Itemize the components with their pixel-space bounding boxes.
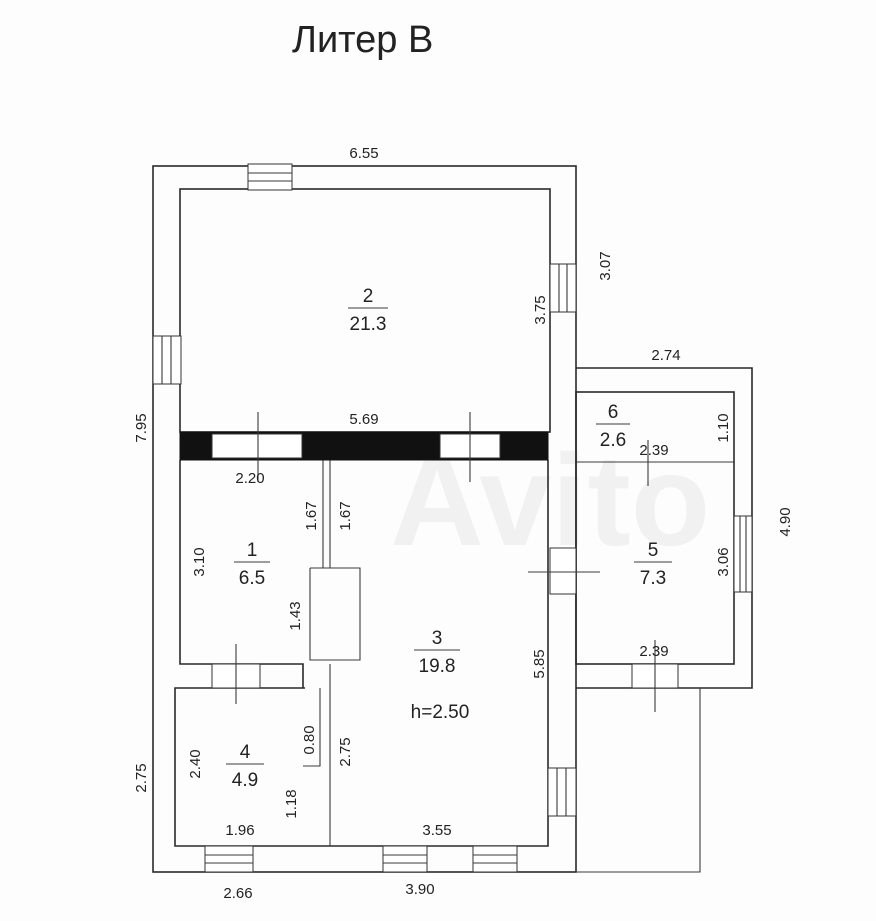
dim-left-lower-outer: 2.75 (133, 763, 150, 792)
room-1-number: 1 (247, 540, 258, 561)
dim-room2-right: 3.75 (532, 295, 549, 324)
ceiling-height: h=2.50 (411, 702, 470, 723)
dim-room3-right: 5.85 (531, 649, 548, 678)
room-label-6: 6 2.6 (596, 402, 630, 451)
horizontal-dimensions: 6.55 5.69 2.74 2.39 2.39 2.20 1.96 3.55 … (223, 145, 680, 902)
dim-room1-niche: 1.43 (287, 601, 304, 630)
room-2-area: 21.3 (350, 314, 387, 335)
dim-corridor-b: 1.67 (337, 501, 354, 530)
window-top (247, 163, 293, 191)
window-bottom-2 (382, 845, 428, 873)
dim-room5-bottom: 2.39 (639, 643, 668, 660)
room-label-2: 2 21.3 (348, 286, 388, 335)
door-3-5 (549, 547, 577, 595)
dim-annex-top: 2.74 (651, 347, 680, 364)
dim-corridor-a: 1.67 (303, 501, 320, 530)
vertical-dimensions: 3.07 3.75 7.95 1.10 4.90 3.06 3.10 1.67 … (133, 251, 794, 818)
dim-right-upper-outer: 3.07 (597, 251, 614, 280)
dim-room4-bottom-short: 1.18 (283, 789, 300, 818)
room-label-3: 3 19.8 h=2.50 (411, 628, 470, 723)
dim-left-outer: 7.95 (133, 413, 150, 442)
room-label-1: 1 6.5 (234, 540, 270, 589)
door-opening-1 (211, 433, 303, 459)
window-right-lower (547, 767, 577, 817)
dim-room5-right: 3.06 (715, 547, 732, 576)
window-bottom-3 (472, 845, 518, 873)
room-1-area: 6.5 (239, 568, 265, 589)
dim-room3-bottom: 3.55 (422, 822, 451, 839)
dim-annex-right-outer: 4.90 (777, 507, 794, 536)
window-bottom-1 (204, 845, 254, 873)
bearing-wall (179, 431, 549, 461)
niche-box (309, 567, 361, 661)
dim-room4-inner: 2.75 (337, 737, 354, 766)
room-5-area: 7.3 (640, 568, 666, 589)
dim-top-outer: 6.55 (349, 145, 378, 162)
room-6-number: 6 (608, 402, 619, 423)
room-4-area: 4.9 (232, 770, 258, 791)
room-4-partition (303, 688, 321, 767)
room-5-number: 5 (648, 540, 659, 561)
door-marks (211, 412, 679, 712)
dim-room1-left: 3.10 (191, 547, 208, 576)
dim-room4-left: 2.40 (187, 749, 204, 778)
window-annex-right (733, 515, 753, 593)
windows (152, 163, 753, 873)
room-2-wall (179, 188, 551, 433)
dim-interior-top: 5.69 (349, 411, 378, 428)
dim-bottom-right-outer: 3.90 (405, 881, 434, 898)
room-3-number: 3 (432, 628, 443, 649)
room-4-number: 4 (240, 742, 251, 763)
dim-bottom-left-outer: 2.66 (223, 885, 252, 902)
window-right-upper (549, 263, 577, 313)
window-left (152, 335, 182, 385)
room-label-5: 5 7.3 (634, 540, 672, 589)
dim-room6-right: 1.10 (715, 413, 732, 442)
dim-room1-top: 2.20 (235, 470, 264, 487)
room-3-area: 19.8 (419, 656, 456, 677)
plan-title: Литер В (292, 19, 433, 61)
annex-porch (576, 688, 701, 873)
room-6-area: 2.6 (600, 430, 626, 451)
room-label-4: 4 4.9 (226, 742, 264, 791)
room-2-number: 2 (363, 286, 374, 307)
dim-room4-top: 0.80 (301, 725, 318, 754)
dim-room6-bottom: 2.39 (639, 442, 668, 459)
dim-room4-bottom: 1.96 (225, 822, 254, 839)
